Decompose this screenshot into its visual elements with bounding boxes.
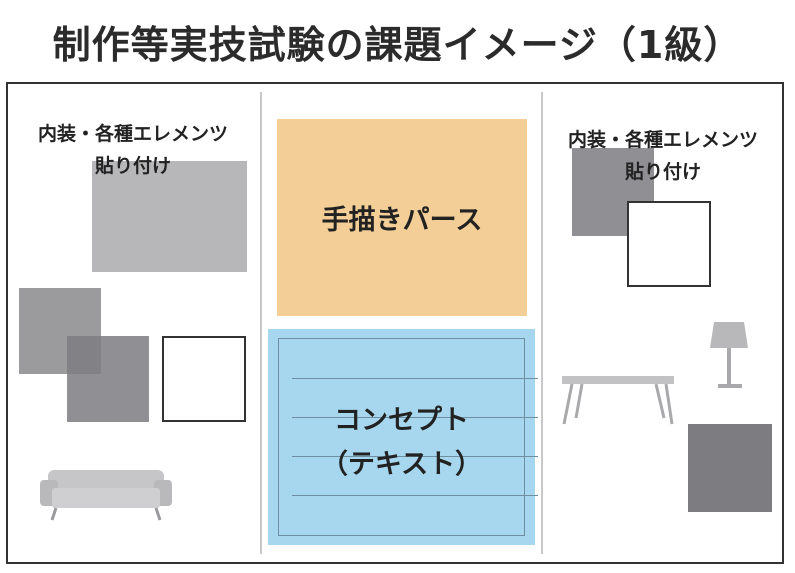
concept-line1: コンセプト	[334, 405, 469, 436]
left-panel-label: 内装・各種エレメンツ 貼り付け	[8, 118, 258, 182]
sofa-seat	[52, 488, 160, 508]
table-leg-4	[664, 383, 674, 425]
table-top	[562, 376, 674, 384]
hand-drawn-perspective-area: 手描きパース	[277, 119, 527, 316]
left-material-swatch-large	[92, 161, 247, 272]
right-material-swatch-2	[688, 424, 772, 512]
table-icon	[562, 376, 674, 425]
left-label-line1: 内装・各種エレメンツ	[37, 123, 228, 145]
page-title: 制作等実技試験の課題イメージ（1級）	[52, 23, 743, 67]
table-leg-2	[574, 383, 584, 419]
sofa-leg-right	[154, 507, 162, 521]
concept-inner-border	[278, 338, 525, 536]
board-frame	[6, 82, 784, 564]
left-divider	[260, 92, 262, 554]
left-label-line2: 貼り付け	[94, 155, 171, 177]
concept-text-area: コンセプト （テキスト）	[268, 329, 538, 545]
table-leg-1	[562, 383, 574, 425]
right-material-swatch-white	[627, 201, 711, 287]
concept-rule-4	[292, 495, 538, 496]
sofa-icon	[40, 470, 172, 521]
right-label-line2: 貼り付け	[624, 161, 701, 183]
right-panel-label: 内装・各種エレメンツ 貼り付け	[543, 124, 783, 188]
table-leg-3	[654, 383, 666, 419]
lamp-shade	[710, 322, 748, 348]
right-divider	[541, 92, 543, 554]
concept-rule-1	[292, 378, 538, 379]
concept-rule-3	[292, 456, 538, 457]
concept-rule-2	[292, 417, 538, 418]
sketch-label: 手描きパース	[321, 205, 483, 236]
concept-label: コンセプト （テキスト）	[268, 399, 535, 487]
right-label-line1: 内装・各種エレメンツ	[567, 129, 758, 151]
floor-lamp-icon	[710, 322, 748, 388]
lamp-base	[718, 384, 742, 388]
sofa-back	[48, 470, 164, 492]
left-material-swatch-white	[162, 336, 246, 422]
sofa-leg-left	[50, 507, 58, 521]
left-material-swatch-2	[67, 336, 149, 422]
concept-line2: （テキスト）	[320, 449, 483, 480]
